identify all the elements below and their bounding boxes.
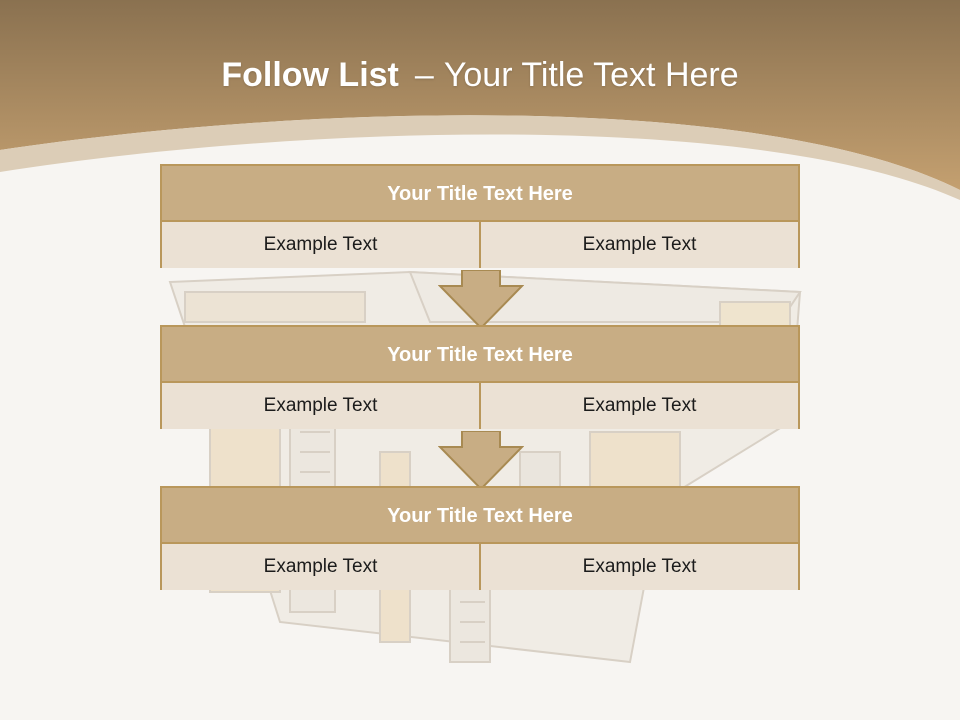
down-arrow-icon <box>438 270 524 330</box>
step-2-row: Example Text Example Text <box>162 383 798 429</box>
step-block-2: Your Title Text Here Example Text Exampl… <box>160 325 800 429</box>
step-1-right-cell: Example Text <box>479 222 798 268</box>
step-1-title: Your Title Text Here <box>162 166 798 222</box>
step-2-left-cell: Example Text <box>162 383 479 429</box>
step-1-left-cell: Example Text <box>162 222 479 268</box>
step-3-right-cell: Example Text <box>479 544 798 590</box>
step-2-right-cell: Example Text <box>479 383 798 429</box>
step-1-row: Example Text Example Text <box>162 222 798 268</box>
step-3-left-cell: Example Text <box>162 544 479 590</box>
slide-title: Follow List–Your Title Text Here <box>0 52 960 98</box>
title-separator: – <box>414 56 434 94</box>
step-block-3: Your Title Text Here Example Text Exampl… <box>160 486 800 590</box>
down-arrow-icon <box>438 431 524 491</box>
step-3-title: Your Title Text Here <box>162 488 798 544</box>
step-2-title: Your Title Text Here <box>162 327 798 383</box>
header-band <box>0 0 960 200</box>
title-rest-text: Your Title Text Here <box>443 56 739 94</box>
title-bold-text: Follow List <box>221 56 399 94</box>
step-3-row: Example Text Example Text <box>162 544 798 590</box>
step-block-1: Your Title Text Here Example Text Exampl… <box>160 164 800 268</box>
